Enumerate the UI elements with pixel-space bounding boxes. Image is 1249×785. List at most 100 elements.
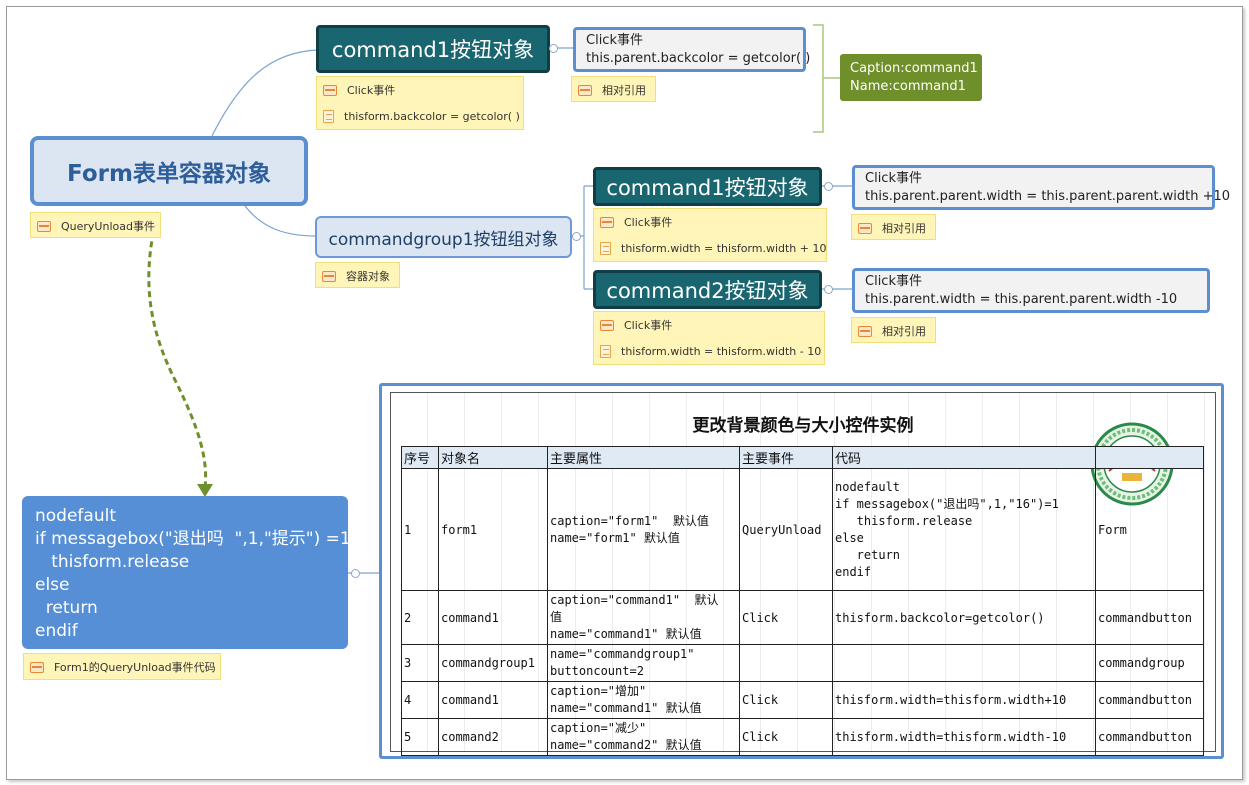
queryunload-note-text: Form1的QueryUnload事件代码 xyxy=(54,661,216,674)
header-props: 主要属性 xyxy=(547,446,740,469)
note-icon xyxy=(37,220,51,232)
collapse-toggle[interactable] xyxy=(549,44,558,53)
cell-code: thisform.width=thisform.width-10 xyxy=(832,718,1096,756)
collapse-toggle[interactable] xyxy=(824,285,833,294)
caption-line-2: Name:command1 xyxy=(850,79,966,94)
cell-code: thisform.backcolor=getcolor() xyxy=(832,590,1096,645)
table-row: 4 command1 caption="增加" name="command1" … xyxy=(401,681,1204,719)
caption-line-1: Caption:command1 xyxy=(850,61,978,76)
command1-node[interactable]: command1按钮对象 xyxy=(316,25,550,73)
command1-notes: Click事件 thisform.backcolor = getcolor( ) xyxy=(316,76,524,130)
table-paper: 更改背景颜色与大小控件实例 序号 对象名 主要属性 主要事件 代码 1 form… xyxy=(390,392,1216,756)
cell-event: Click xyxy=(739,590,833,645)
commandgroup-note: 容器对象 xyxy=(315,262,400,288)
cell-no: 2 xyxy=(401,590,439,645)
cell-class: commandbutton xyxy=(1095,681,1204,719)
root-node[interactable]: Form表单容器对象 xyxy=(30,136,308,206)
sub-command2-node[interactable]: command2按钮对象 xyxy=(593,270,822,309)
cell-name: commandgroup1 xyxy=(438,644,548,682)
cell-no: 5 xyxy=(401,718,439,756)
note-icon xyxy=(600,319,614,331)
cell-name: command1 xyxy=(438,590,548,645)
collapse-toggle[interactable] xyxy=(572,232,581,241)
cell-props: caption="增加" name="command1" 默认值 xyxy=(547,681,740,719)
table-row: 5 command2 caption="减少" name="command2" … xyxy=(401,718,1204,756)
cell-class: Form xyxy=(1095,468,1204,591)
cell-props: name="commandgroup1" buttoncount=2 xyxy=(547,644,740,682)
cell-event: Click xyxy=(739,718,833,756)
sub-command1-node[interactable]: command1按钮对象 xyxy=(593,167,822,206)
cell-no: 1 xyxy=(401,468,439,591)
connector-root-group xyxy=(244,205,317,237)
command1-code-note-text: 相对引用 xyxy=(602,84,646,97)
sub-command1-label: command1按钮对象 xyxy=(606,175,809,200)
cell-props: caption="form1" 默认值 name="form1" 默认值 xyxy=(547,468,740,591)
queryunload-code-box[interactable]: nodefault if messagebox("退出吗 ",1,"提示") =… xyxy=(22,496,351,649)
table-image-box[interactable]: 更改背景颜色与大小控件实例 序号 对象名 主要属性 主要事件 代码 1 form… xyxy=(379,383,1224,759)
caption-box[interactable]: Caption:command1 Name:command1 xyxy=(840,54,982,101)
command1-code-line-2: this.parent.backcolor = getcolor( ) xyxy=(586,51,811,66)
cell-event: QueryUnload xyxy=(739,468,833,591)
header-name: 对象名 xyxy=(438,446,548,469)
command1-label: command1按钮对象 xyxy=(331,38,535,62)
sub-command1-code-note: 相对引用 xyxy=(851,214,936,240)
document-icon xyxy=(600,241,611,255)
header-class xyxy=(1095,446,1204,469)
document-icon xyxy=(600,344,611,358)
sub-command2-label: command2按钮对象 xyxy=(606,278,809,303)
arrow-head xyxy=(197,484,213,497)
commandgroup-node[interactable]: commandgroup1按钮组对象 xyxy=(315,216,572,258)
table-header-row: 序号 对象名 主要属性 主要事件 代码 xyxy=(401,446,1204,469)
cell-code: nodefault if messagebox("退出吗",1,"16")=1 … xyxy=(832,468,1096,591)
caption-bracket xyxy=(813,24,840,133)
note-icon xyxy=(858,325,872,337)
cell-event xyxy=(739,644,833,682)
sub-command2-note-1: Click事件 xyxy=(624,319,673,332)
sub-command2-note-2: thisform.width = thisform.width - 10 xyxy=(621,344,822,358)
document-icon xyxy=(323,109,334,123)
cell-name: command2 xyxy=(438,718,548,756)
command1-code-box[interactable]: Click事件 this.parent.backcolor = getcolor… xyxy=(573,27,811,72)
sub-command2-code-box[interactable]: Click事件 this.parent.width = this.parent.… xyxy=(852,268,1210,313)
table-title: 更改背景颜色与大小控件实例 xyxy=(692,416,914,436)
cell-class: commandbutton xyxy=(1095,590,1204,645)
command1-code-line-1: Click事件 xyxy=(586,33,643,48)
sub-command1-code-line-2: this.parent.parent.width = this.parent.p… xyxy=(865,189,1231,204)
table-row: 2 command1 caption="command1" 默认 值 name=… xyxy=(401,590,1204,645)
root-note-text: QueryUnload事件 xyxy=(61,220,155,233)
queryunload-note: Form1的QueryUnload事件代码 xyxy=(23,653,221,680)
commandgroup-note-text: 容器对象 xyxy=(346,270,390,283)
cell-code xyxy=(832,644,1096,682)
sub-command2-code-note: 相对引用 xyxy=(851,317,936,343)
data-table: 序号 对象名 主要属性 主要事件 代码 1 form1 caption="for… xyxy=(401,446,1204,756)
note-icon xyxy=(323,84,337,96)
collapse-toggle[interactable] xyxy=(824,182,833,191)
sub-command1-notes: Click事件 thisform.width = thisform.width … xyxy=(593,208,827,262)
cell-code: thisform.width=thisform.width+10 xyxy=(832,681,1096,719)
relationship-arrow xyxy=(147,211,208,489)
header-event: 主要事件 xyxy=(739,446,833,469)
note-icon xyxy=(322,270,336,282)
sub-command2-code-line-1: Click事件 xyxy=(865,274,922,289)
collapse-toggle[interactable] xyxy=(351,569,360,578)
sub-command1-note-2: thisform.width = thisform.width + 10 xyxy=(621,241,827,255)
cell-no: 3 xyxy=(401,644,439,682)
sub-command1-code-line-1: Click事件 xyxy=(865,171,922,186)
root-label: Form表单容器对象 xyxy=(67,161,271,187)
command1-note-2: thisform.backcolor = getcolor( ) xyxy=(344,109,520,123)
header-code: 代码 xyxy=(832,446,1096,469)
cell-class: commandbutton xyxy=(1095,718,1204,756)
cell-class: commandgroup xyxy=(1095,644,1204,682)
command1-note-1: Click事件 xyxy=(347,84,396,97)
sub-command2-notes: Click事件 thisform.width = thisform.width … xyxy=(593,311,825,365)
sub-command2-code-line-2: this.parent.width = this.parent.parent.w… xyxy=(865,292,1178,307)
sub-command2-code-note-text: 相对引用 xyxy=(882,325,926,338)
header-no: 序号 xyxy=(401,446,439,469)
table-row: 3 commandgroup1 name="commandgroup1" but… xyxy=(401,644,1204,682)
note-icon xyxy=(600,216,614,228)
note-icon xyxy=(858,222,872,234)
sub-command1-code-box[interactable]: Click事件 this.parent.parent.width = this.… xyxy=(852,165,1231,210)
note-icon xyxy=(578,84,592,96)
cell-name: form1 xyxy=(438,468,548,591)
connector-root-command1 xyxy=(211,49,319,137)
